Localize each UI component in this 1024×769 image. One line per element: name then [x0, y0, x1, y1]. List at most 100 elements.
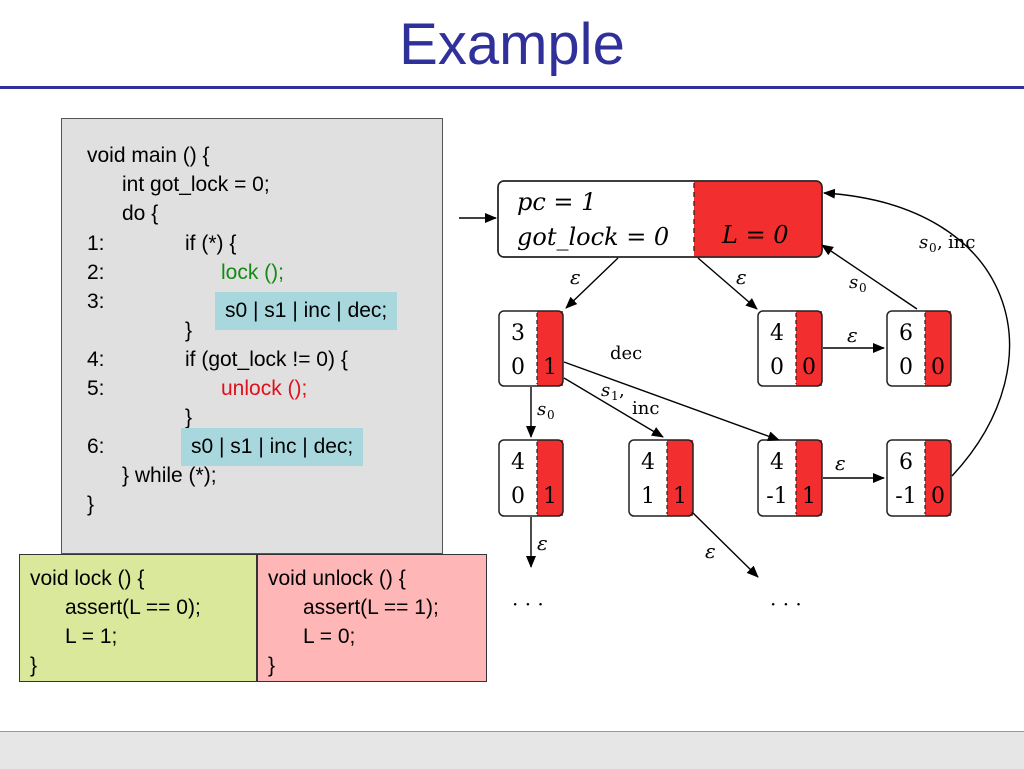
edge-3-to-4m1	[563, 361, 780, 441]
code-line-num-3: 3:	[87, 290, 105, 313]
node-gotlock: -1	[895, 484, 916, 509]
edge-labels: ε ε ε ε ε ε s 0 s 0 , inc s 0 s 1 , inc …	[512, 232, 975, 616]
state-node-4-0-1: 4 0 1	[498, 439, 564, 517]
unlock-fn-assert: assert(L == 1);	[303, 596, 439, 619]
code-line-main: void main () {	[87, 144, 210, 167]
node-pc: 3	[511, 321, 525, 346]
code-line-if-star: if (*) {	[185, 232, 237, 255]
label-s1-inc-3-411: s 1 , inc	[601, 380, 659, 419]
code-line-do: do {	[122, 202, 159, 225]
node-L: 0	[931, 484, 945, 509]
edge-6m1-to-root	[823, 188, 1011, 477]
root-pc-text: pc = 1	[517, 188, 596, 216]
svg-text:s: s	[537, 399, 546, 420]
unlock-fn-close: }	[268, 654, 276, 677]
svg-text:0: 0	[929, 241, 937, 255]
title-rule	[0, 86, 1024, 89]
label-eps-root-left: ε	[570, 265, 581, 289]
edge-root-to-4a	[697, 257, 758, 310]
code-line-lock-call: lock ();	[221, 261, 284, 284]
code-line-num-6: 6:	[87, 435, 105, 458]
node-gotlock: 1	[641, 484, 655, 509]
node-L: 1	[543, 484, 557, 509]
label-dec: dec	[610, 343, 642, 364]
code-line-close-if-2: }	[185, 406, 193, 429]
state-node-4-1-1: 4 1 1	[628, 439, 694, 517]
node-L: 0	[802, 355, 816, 380]
slide-footer	[0, 731, 1024, 769]
code-line-decl: int got_lock = 0;	[122, 173, 270, 196]
code-line-while: } while (*);	[122, 464, 217, 487]
label-eps-4m1-6m1: ε	[835, 451, 846, 475]
edge-root-to-3	[565, 257, 619, 309]
slide-title: Example	[399, 12, 625, 77]
node-pc: 4	[770, 450, 784, 475]
state-node-6-0-0: 6 0 0	[886, 310, 952, 387]
label-s0-6a-root: s 0	[849, 272, 867, 295]
main-code-panel: void main () { int got_lock = 0; do { 1:…	[61, 118, 443, 554]
state-node-3-0-1: 3 0 1	[498, 310, 564, 387]
node-pc: 6	[899, 450, 913, 475]
ellipsis-right: · · ·	[770, 592, 802, 616]
code-line-num-5: 5:	[87, 377, 105, 400]
label-eps-411: ε	[705, 539, 716, 563]
lock-function-box: void lock () { assert(L == 0); L = 1; }	[19, 554, 257, 682]
label-eps-4a-6a: ε	[847, 323, 858, 347]
ellipsis-left: · · ·	[512, 592, 544, 616]
label-eps-root-right: ε	[736, 265, 747, 289]
node-L: 0	[931, 355, 945, 380]
svg-text:,: ,	[619, 380, 625, 401]
node-pc: 6	[899, 321, 913, 346]
lock-fn-signature: void lock () {	[30, 567, 145, 590]
root-L-text: L = 0	[721, 221, 789, 249]
node-gotlock: -1	[766, 484, 787, 509]
svg-text:s: s	[601, 380, 610, 401]
node-pc: 4	[511, 450, 525, 475]
svg-text:0: 0	[547, 408, 555, 422]
unlock-fn-assign: L = 0;	[303, 625, 356, 648]
node-pc: 4	[641, 450, 655, 475]
node-gotlock: 0	[899, 355, 913, 380]
code-line-if-gotlock: if (got_lock != 0) {	[185, 348, 348, 371]
svg-text:inc: inc	[632, 398, 659, 419]
lock-fn-assert: assert(L == 0);	[65, 596, 201, 619]
node-gotlock: 0	[511, 355, 525, 380]
lock-fn-close: }	[30, 654, 38, 677]
unlock-function-box: void unlock () { assert(L == 1); L = 0; …	[257, 554, 487, 682]
label-eps-401: ε	[537, 531, 548, 555]
code-line-unlock-call: unlock ();	[221, 377, 308, 400]
svg-text:s: s	[919, 232, 928, 253]
transition-label-overlay-3: s0 | s1 | inc | dec;	[215, 292, 398, 330]
node-L: 1	[673, 484, 687, 509]
edge-6a-to-root	[821, 244, 918, 310]
node-L: 1	[543, 355, 557, 380]
state-node-6-m1-0: 6 -1 0	[886, 439, 952, 517]
node-gotlock: 0	[770, 355, 784, 380]
root-gotlock-text: got_lock = 0	[517, 223, 669, 251]
code-line-close-main: }	[87, 493, 95, 516]
code-line-num-2: 2:	[87, 261, 105, 284]
unlock-fn-signature: void unlock () {	[268, 567, 406, 590]
edge-411-onward	[691, 511, 759, 578]
state-node-4-0-0: 4 0 0	[757, 310, 823, 387]
svg-text:s: s	[849, 272, 858, 293]
graph-edges	[459, 188, 1011, 578]
edge-3-to-411	[563, 377, 664, 438]
code-line-num-1: 1:	[87, 232, 105, 255]
code-line-num-4: 4:	[87, 348, 105, 371]
svg-text:0: 0	[859, 281, 867, 295]
code-line-close-if: }	[185, 319, 193, 342]
svg-text:1: 1	[611, 389, 619, 403]
state-node-4-m1-1: 4 -1 1	[757, 439, 823, 517]
node-gotlock: 0	[511, 484, 525, 509]
lock-fn-assign: L = 1;	[65, 625, 118, 648]
transition-label-overlay-6: s0 | s1 | inc | dec;	[181, 428, 364, 466]
label-s0-inc-loop: s 0 , inc	[919, 232, 975, 255]
node-L: 1	[802, 484, 816, 509]
svg-text:,: ,	[937, 232, 943, 253]
root-state-node: pc = 1 got_lock = 0 L = 0	[497, 180, 823, 258]
node-pc: 4	[770, 321, 784, 346]
svg-text:inc: inc	[948, 232, 975, 253]
label-s0-3-401: s 0	[537, 399, 555, 422]
